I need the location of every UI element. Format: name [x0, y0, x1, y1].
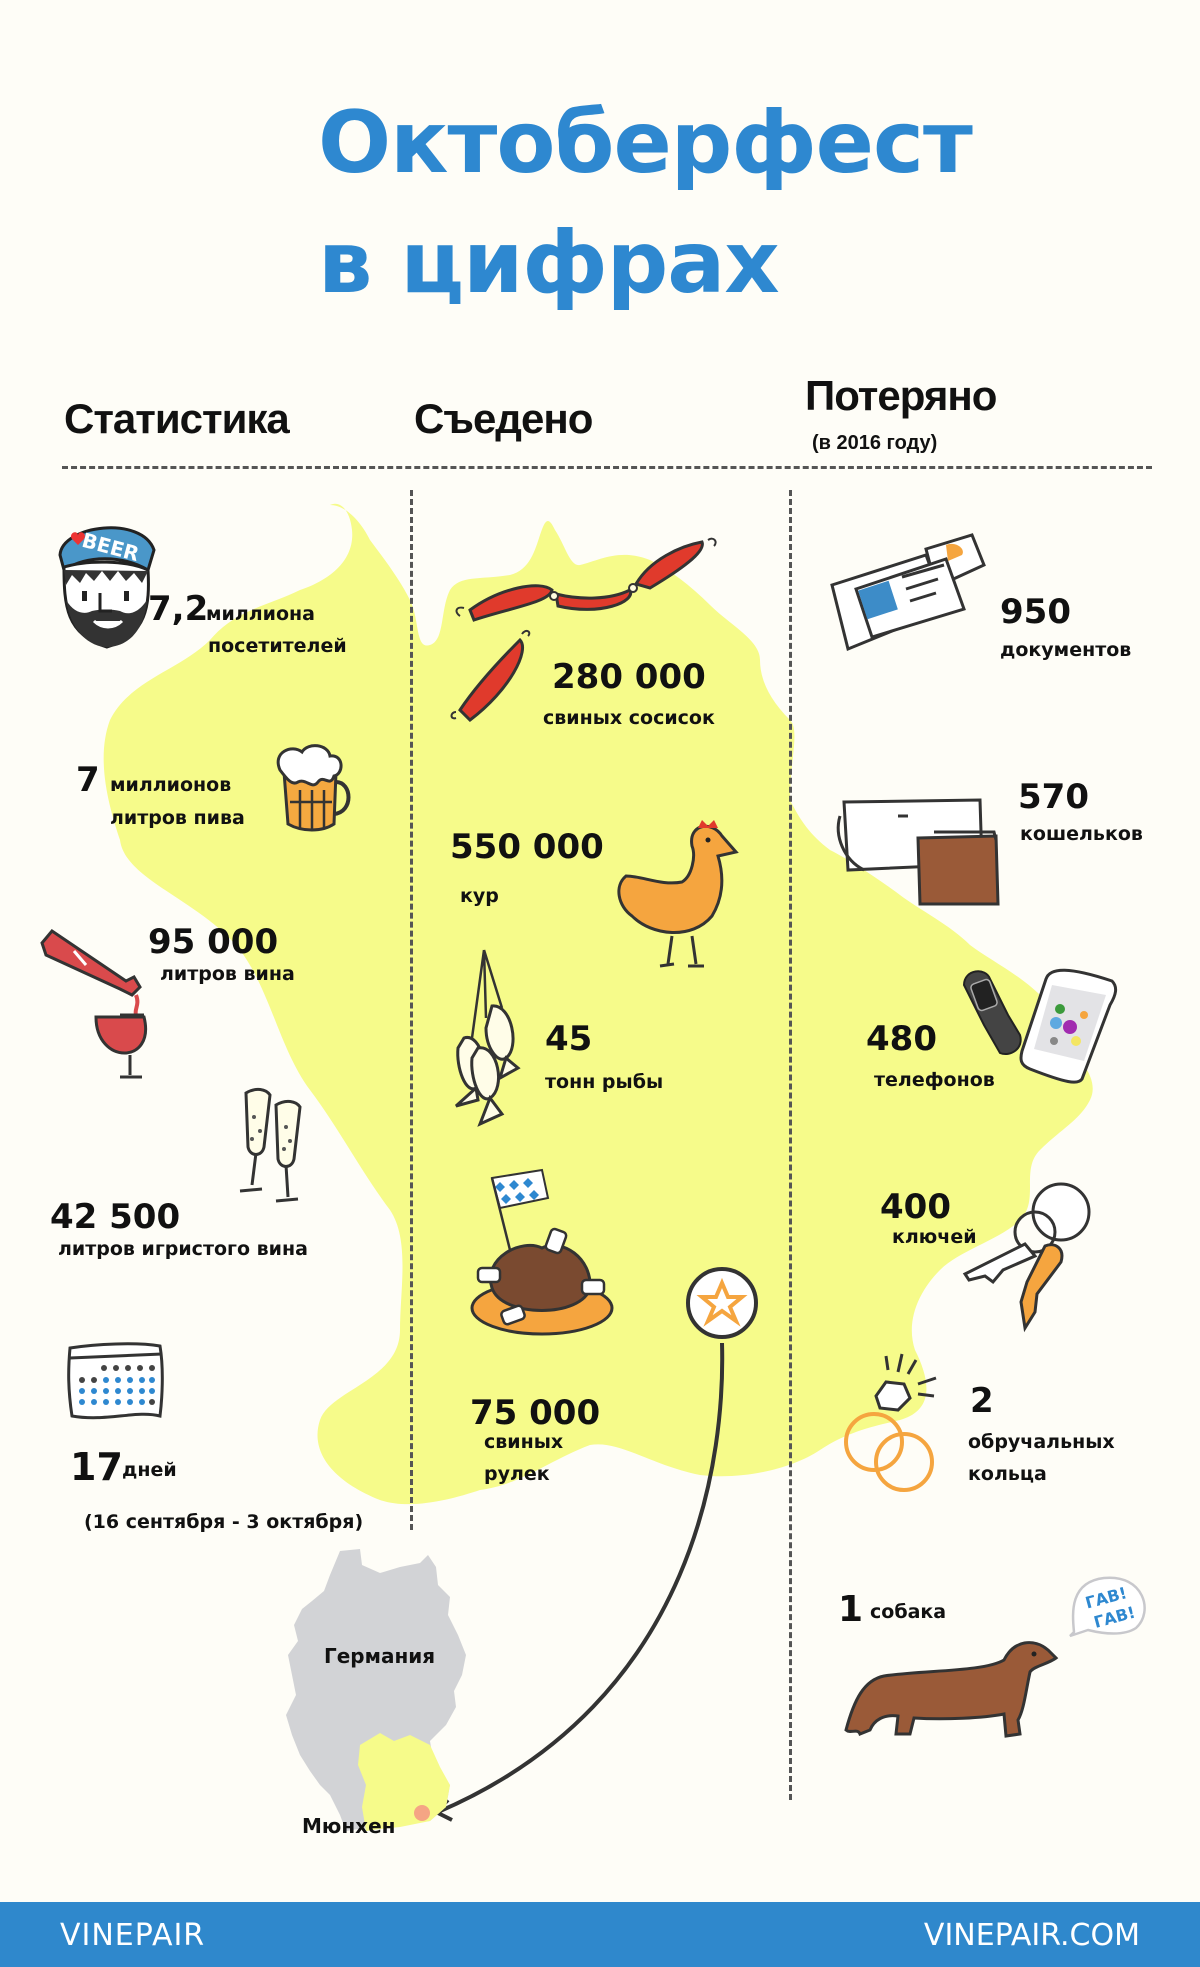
eaten-sausages-label: свиных сосисок	[543, 707, 715, 729]
star-pin-icon[interactable]	[684, 1265, 764, 1345]
beer-mug-icon	[276, 744, 351, 832]
dog-bark-speech-bubble: ГАВ! ГАВ!	[1069, 1576, 1146, 1638]
vinepair-logo[interactable]: VINEPAIR	[60, 1918, 206, 1953]
stat-sparkling-number: 42 500	[50, 1197, 181, 1237]
germany-map-icon	[286, 1549, 466, 1831]
wine-bottle-pouring-glass-icon	[40, 928, 148, 1079]
stat-beer-label-1: миллионов	[110, 774, 232, 796]
page-title-line1: Октоберфест	[318, 93, 973, 193]
stat-visitors-label-2: посетителей	[208, 635, 347, 657]
footer-bar: VINEPAIR VINEPAIR.COM	[0, 1902, 1200, 1967]
dachshund-icon	[844, 1641, 1059, 1738]
lost-rings-label-2: кольца	[968, 1463, 1047, 1485]
header-divider	[62, 466, 1152, 469]
page-title-line2: в цифрах	[318, 213, 780, 313]
calendar-icon	[67, 1342, 164, 1420]
pork-knuckles-with-bavarian-flag-icon	[470, 1168, 614, 1336]
stat-days-label: дней	[122, 1459, 177, 1481]
stat-beer-label-2: литров пива	[110, 807, 245, 829]
stat-beer-number: 7	[76, 760, 100, 800]
eaten-chicken-number: 550 000	[450, 827, 604, 867]
wallets-icon	[836, 798, 1000, 906]
column-divider-left	[410, 490, 413, 1530]
eaten-knuckles-label-1: свиных	[484, 1431, 564, 1453]
champagne-glasses-icon	[239, 1087, 302, 1203]
stat-wine-label: литров вина	[160, 963, 295, 985]
column-heading-stats: Статистика	[64, 395, 290, 442]
map-label-germany: Германия	[324, 1644, 436, 1668]
bearded-man-i-love-beer-cap-icon: BEER	[58, 526, 156, 649]
keys-icon	[962, 1182, 1091, 1333]
lost-documents-label: документов	[1000, 639, 1132, 661]
lost-keys-number: 400	[880, 1187, 951, 1227]
eaten-fish-label: тонн рыбы	[545, 1071, 664, 1093]
lost-rings-label-1: обручальных	[968, 1431, 1115, 1453]
sausages-icon	[450, 537, 717, 722]
stat-sparkling-label: литров игристого вина	[58, 1238, 308, 1260]
eaten-chicken-label: кур	[460, 885, 499, 907]
column-heading-eaten: Съедено	[414, 395, 593, 442]
lost-dog-label: собака	[870, 1601, 947, 1623]
column-subheading-lost-year: (в 2016 году)	[812, 432, 938, 454]
fish-on-stick-icon	[454, 949, 521, 1127]
lost-rings-number: 2	[970, 1381, 994, 1421]
eaten-sausages-number: 280 000	[552, 657, 706, 697]
eaten-knuckles-label-2: рулек	[484, 1463, 550, 1485]
map-label-munich: Мюнхен	[302, 1814, 396, 1838]
chicken-icon	[617, 820, 739, 968]
lost-wallets-label: кошельков	[1020, 823, 1143, 845]
eaten-fish-number: 45	[545, 1019, 593, 1059]
stat-visitors-label-1: миллиона	[206, 603, 315, 625]
column-heading-lost: Потеряно	[805, 372, 997, 419]
lost-phones-number: 480	[866, 1019, 937, 1059]
lost-keys-label: ключей	[892, 1226, 977, 1248]
stat-visitors-number: 7,2	[148, 589, 209, 629]
id-cards-icon	[830, 533, 986, 652]
lost-documents-number: 950	[1000, 592, 1071, 632]
wedding-rings-icon	[844, 1353, 937, 1492]
stat-wine-number: 95 000	[148, 922, 279, 962]
stat-days-number: 17	[70, 1445, 123, 1489]
lost-dog-number: 1	[838, 1589, 864, 1630]
column-divider-right	[789, 490, 792, 1800]
stat-days-dates: (16 сентября - 3 октября)	[84, 1511, 364, 1533]
lost-phones-label: телефонов	[874, 1069, 995, 1091]
vinepair-url-link[interactable]: VINEPAIR.COM	[923, 1918, 1140, 1953]
phones-icon	[962, 968, 1118, 1084]
lost-wallets-number: 570	[1018, 777, 1089, 817]
eaten-knuckles-number: 75 000	[470, 1393, 601, 1433]
